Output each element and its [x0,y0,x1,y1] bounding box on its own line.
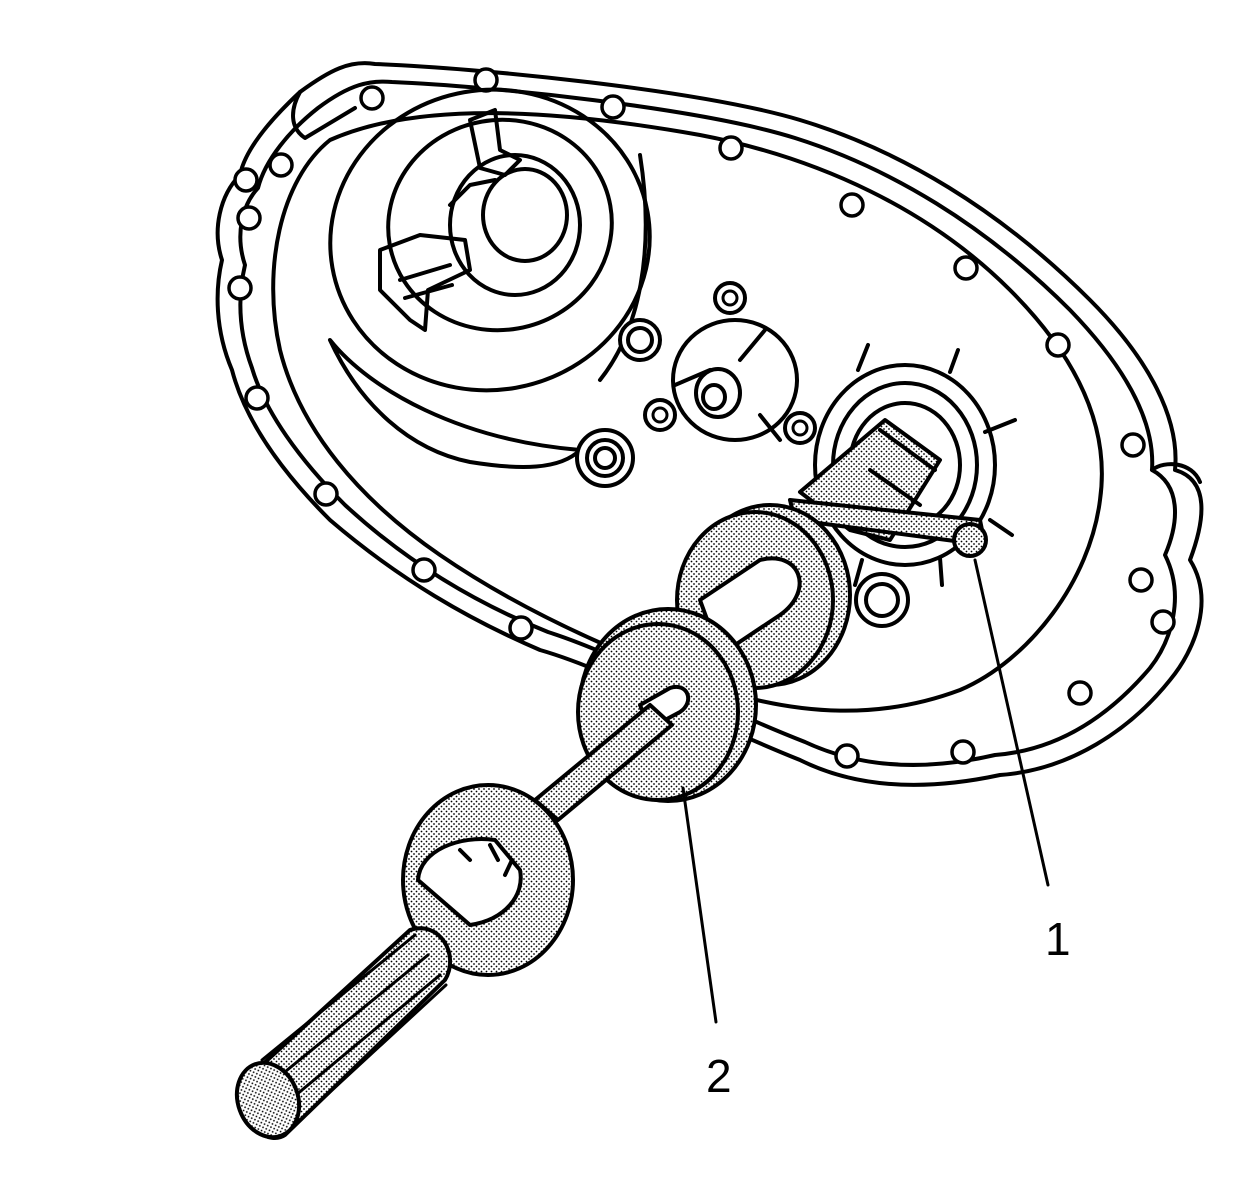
callout-2: 2 [706,1050,732,1102]
callout-1: 1 [1045,913,1071,965]
dowel-pins [575,281,910,628]
oil-channel-tip [598,153,648,382]
slide-hammer-handle [234,926,452,1140]
handle-stop [401,783,575,977]
leader-line-1 [973,558,1050,887]
leader-line-2 [681,786,718,1024]
bearing-puller [788,418,988,558]
oil-channel [328,338,582,469]
center-shaft-bore [671,318,799,442]
rear-output-bore [328,87,652,393]
